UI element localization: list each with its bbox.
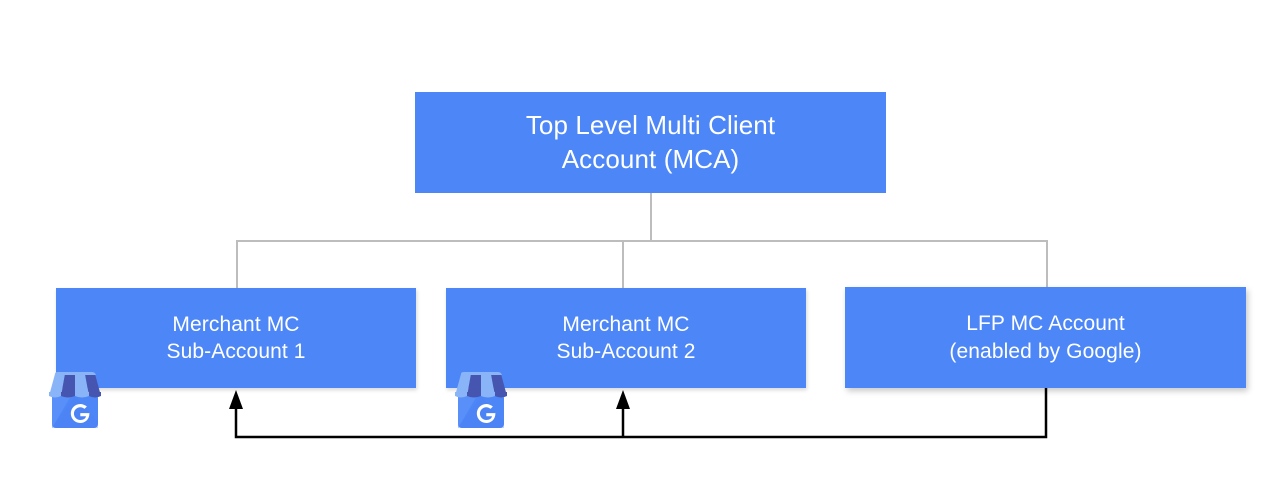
node-sub1-label-line1: Merchant MC xyxy=(172,312,300,336)
node-top-label-line1: Top Level Multi Client xyxy=(525,109,776,140)
feedback-arrowhead-sub2 xyxy=(616,390,630,409)
node-sub2-label-line1: Merchant MC xyxy=(562,312,690,336)
connector-horizontal-bus xyxy=(236,240,1048,242)
node-top-level-mca[interactable]: Top Level Multi Client Account (MCA) xyxy=(415,92,886,193)
node-lfp-mc-account[interactable]: LFP MC Account (enabled by Google) xyxy=(845,287,1246,388)
feedback-arrowhead-sub1 xyxy=(229,390,243,409)
node-merchant-mc-sub-account-1[interactable]: Merchant MC Sub-Account 1 xyxy=(56,288,416,388)
node-top-label-line2: Account (MCA) xyxy=(561,143,740,174)
node-lfp-label-line1: LFP MC Account xyxy=(966,312,1125,336)
node-sub2-label-line2: Sub-Account 2 xyxy=(556,340,696,363)
connector-top-stem xyxy=(650,193,652,241)
node-lfp-label-line2: (enabled by Google) xyxy=(949,339,1142,363)
google-business-profile-icon xyxy=(41,366,109,434)
connector-drop-sub2 xyxy=(622,240,624,289)
connector-drop-sub1 xyxy=(236,240,238,289)
feedback-path-to-sub1 xyxy=(234,388,1048,439)
node-merchant-mc-sub-account-2[interactable]: Merchant MC Sub-Account 2 xyxy=(446,288,806,388)
google-business-profile-icon xyxy=(447,366,515,434)
connector-drop-lfp xyxy=(1046,240,1048,288)
node-sub1-label-line2: Sub-Account 1 xyxy=(166,340,306,363)
